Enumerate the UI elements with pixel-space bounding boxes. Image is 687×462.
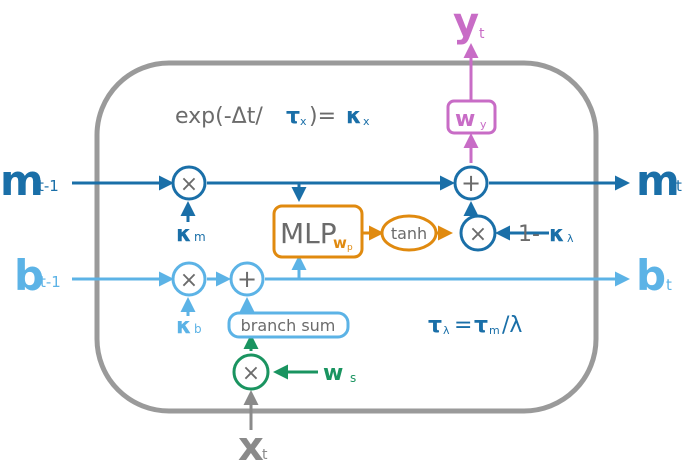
svg-text:t: t: [479, 26, 485, 42]
svg-text:y: y: [453, 0, 479, 46]
svg-text:κ: κ: [549, 222, 565, 247]
multiply-node-lambda: ×: [459, 214, 497, 252]
m-output-label: m t: [636, 156, 682, 205]
wy-box: w y: [446, 99, 497, 135]
svg-text:κ: κ: [346, 104, 362, 129]
x-input-label: x t: [238, 424, 268, 462]
m-input-label: m t-1: [0, 156, 59, 205]
svg-text:b: b: [194, 322, 202, 336]
svg-text:1-: 1-: [518, 222, 540, 247]
svg-text:b: b: [636, 251, 666, 300]
svg-text:=: =: [454, 313, 472, 338]
svg-text:m: m: [636, 156, 680, 205]
b-input-label: b t-1: [14, 251, 61, 300]
svg-text:t: t: [676, 177, 682, 195]
svg-text:branch sum: branch sum: [241, 316, 336, 335]
svg-text:t-1: t-1: [38, 177, 59, 195]
branch-sum-box: branch sum: [227, 311, 350, 339]
svg-text:λ: λ: [443, 324, 450, 337]
svg-text:×: ×: [242, 361, 260, 386]
svg-text:exp(-Δt/: exp(-Δt/: [175, 104, 263, 129]
svg-text:κ: κ: [176, 222, 192, 247]
svg-text:×: ×: [180, 268, 198, 293]
plus-node-m: +: [453, 165, 489, 201]
svg-text:+: +: [237, 265, 257, 293]
svg-text:tanh: tanh: [391, 224, 427, 243]
ws-label: w s: [323, 361, 356, 386]
svg-text:t: t: [262, 447, 268, 462]
mlp-weight-label: w: [333, 234, 347, 252]
svg-text:λ: λ: [567, 232, 574, 245]
svg-text:m: m: [489, 324, 500, 337]
svg-text:y: y: [480, 118, 487, 131]
svg-text:x: x: [300, 115, 307, 128]
svg-text:τ: τ: [428, 313, 442, 338]
svg-text:×: ×: [469, 222, 487, 247]
kappa-b-label: κ b: [176, 314, 202, 339]
mlp-label: MLP: [280, 217, 337, 250]
svg-text:x: x: [363, 115, 370, 128]
svg-text:b: b: [14, 251, 44, 300]
svg-text:τ: τ: [286, 104, 300, 129]
svg-text:κ: κ: [176, 314, 192, 339]
svg-text:w: w: [323, 361, 343, 386]
svg-text:/λ: /λ: [502, 313, 522, 338]
one-minus-kappa-lambda: 1- κ λ: [518, 222, 574, 247]
svg-text:τ: τ: [474, 313, 488, 338]
mlp-weight-sub: p: [347, 243, 353, 253]
svg-text:x: x: [238, 424, 264, 462]
svg-text:w: w: [455, 107, 475, 132]
mlp-box: MLP w p: [272, 204, 364, 259]
tanh-node: tanh: [380, 214, 438, 252]
svg-text:m: m: [0, 156, 44, 205]
cell-boundary: [94, 60, 599, 414]
multiply-node-s: ×: [232, 353, 270, 391]
multiply-node-b: ×: [171, 261, 207, 297]
svg-text:)=: )=: [309, 104, 336, 129]
multiply-node-m: ×: [171, 165, 207, 201]
svg-text:t: t: [666, 276, 672, 294]
plus-node-b: +: [229, 261, 265, 297]
ws-path: [243, 334, 318, 380]
svg-text:+: +: [461, 169, 481, 197]
m-path: [72, 175, 630, 241]
kappa-m-label: κ m: [176, 222, 206, 247]
svg-text:m: m: [194, 230, 206, 244]
exp-equation: exp(-Δt/ τ x )= κ x: [175, 104, 370, 129]
b-output-label: b t: [636, 251, 672, 300]
y-output-label: y t: [453, 0, 485, 46]
svg-text:s: s: [350, 371, 356, 385]
tau-equation: τ λ = τ m /λ: [428, 313, 522, 338]
svg-text:t-1: t-1: [40, 273, 61, 291]
b-path: [72, 255, 630, 316]
svg-text:×: ×: [180, 172, 198, 197]
